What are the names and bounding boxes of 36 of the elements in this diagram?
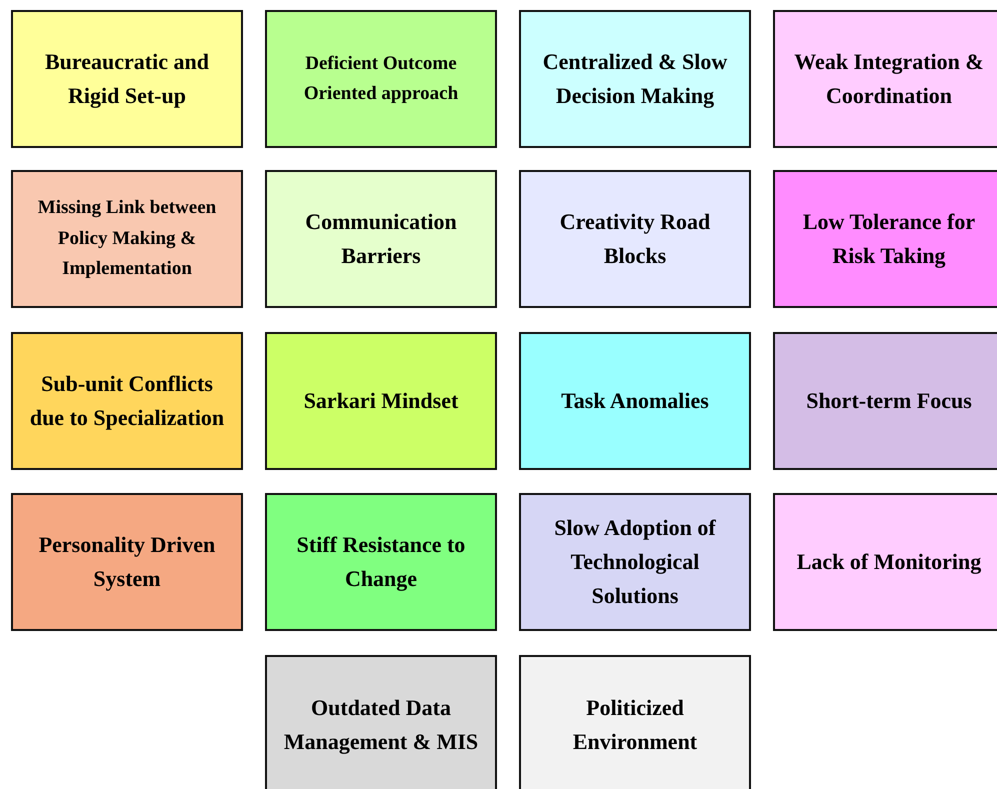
issue-box <box>265 655 497 789</box>
issue-text: Centralized & Slow Decision Making <box>542 48 728 110</box>
issue-text: Lack of Monitoring <box>796 548 982 576</box>
issue-box <box>773 493 997 631</box>
issue-box <box>773 10 997 148</box>
issue-text: Weak Integration & Coordination <box>793 48 985 110</box>
issue-text: Politicized Environment <box>572 694 698 756</box>
issue-box <box>519 10 751 148</box>
issue-box <box>773 332 997 470</box>
issue-box <box>519 493 751 631</box>
issue-text: Low Tolerance for Risk Taking <box>802 208 976 270</box>
issue-box <box>265 332 497 470</box>
issue-box <box>265 493 497 631</box>
issue-box <box>11 493 243 631</box>
issue-box <box>11 10 243 148</box>
issue-text: Sarkari Mindset <box>304 386 458 415</box>
issue-box <box>11 170 243 308</box>
issue-box <box>265 10 497 148</box>
issue-text: Sub-unit Conflicts due to Specialization <box>28 370 226 432</box>
issue-box <box>519 170 751 308</box>
issue-text: Deficient Outcome Oriented approach <box>302 52 460 106</box>
issue-text: Communication Barriers <box>304 208 458 270</box>
issue-box <box>519 332 751 470</box>
issue-text: Slow Adoption of Technological Solutions <box>553 514 717 610</box>
issue-text: Personality Driven System <box>38 530 216 593</box>
issue-text: Short-term Focus <box>806 386 972 415</box>
issue-box <box>519 655 751 789</box>
issue-text: Missing Link between Policy Making & Implementation <box>36 196 218 282</box>
issue-text: Outdated Data Management & MIS <box>282 694 480 756</box>
issue-box <box>11 332 243 470</box>
issue-text: Task Anomalies <box>561 386 709 415</box>
issue-box <box>773 170 997 308</box>
issue-text: Bureaucratic and Rigid Set-up <box>44 48 210 110</box>
issue-text: Stiff Resistance to Change <box>296 530 466 593</box>
issue-text: Creativity Road Blocks <box>558 208 712 270</box>
issue-box <box>265 170 497 308</box>
